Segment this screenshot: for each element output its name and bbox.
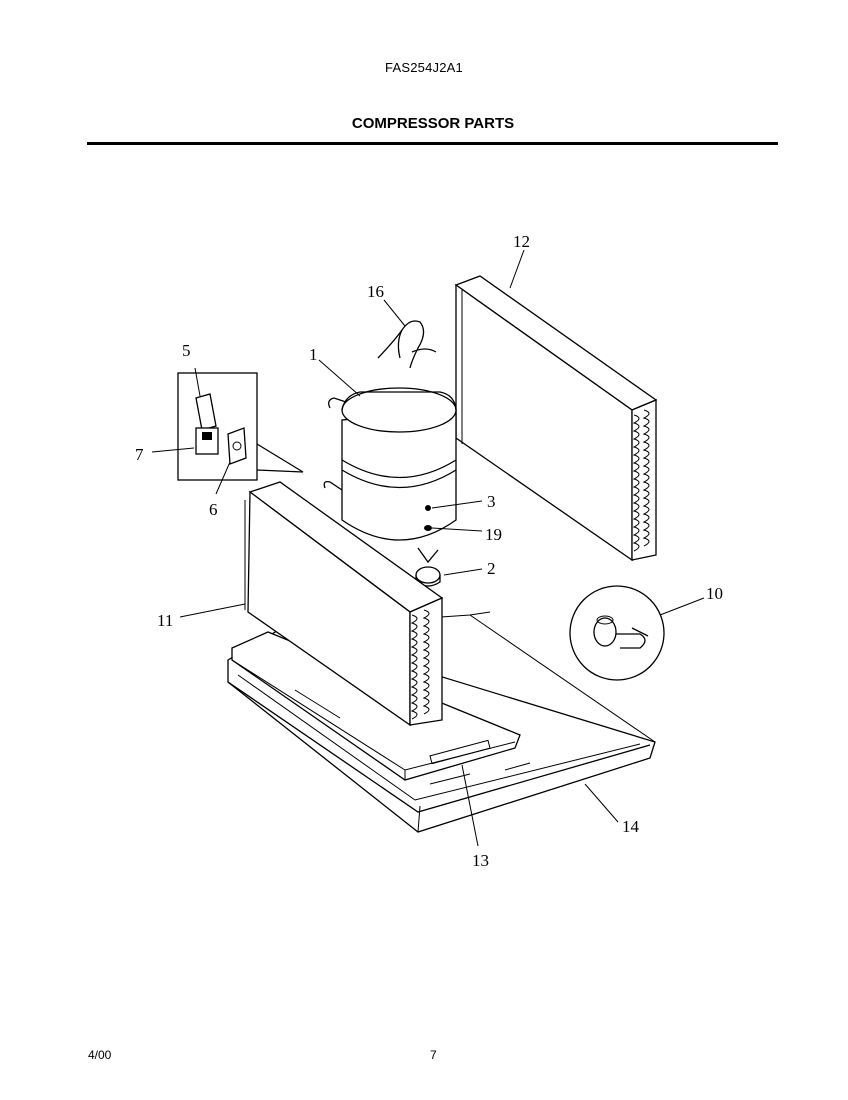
model-number: FAS254J2A1 — [385, 60, 463, 75]
callout-10: 10 — [706, 584, 723, 603]
callout-12: 12 — [513, 232, 530, 251]
callout-19: 19 — [485, 525, 502, 544]
callout-2: 2 — [487, 559, 496, 578]
discharge-tube — [377, 320, 437, 369]
condenser-coil-rear — [454, 275, 658, 562]
callout-1: 1 — [309, 345, 318, 364]
callout-16: 16 — [367, 282, 384, 301]
callout-7: 7 — [135, 445, 144, 464]
accumulator-inset — [569, 585, 665, 681]
electrical-parts-inset — [177, 372, 304, 481]
callout-3: 3 — [487, 492, 496, 511]
callout-labels: 1 2 3 5 6 7 10 11 12 13 14 16 19 — [135, 232, 723, 870]
condenser-coil-front — [244, 481, 444, 727]
leader-lines — [151, 249, 705, 847]
drain-tray — [231, 631, 521, 781]
title-divider — [87, 142, 778, 145]
compressor — [323, 387, 457, 564]
grommet — [415, 566, 441, 587]
callout-5: 5 — [182, 341, 191, 360]
callout-14: 14 — [622, 817, 640, 836]
revision-date: 4/00 — [88, 1048, 112, 1062]
callout-6: 6 — [209, 500, 218, 519]
callout-11: 11 — [157, 611, 173, 630]
page-title: COMPRESSOR PARTS — [351, 115, 515, 132]
callout-13: 13 — [472, 851, 489, 870]
page-number: 7 — [430, 1048, 437, 1062]
